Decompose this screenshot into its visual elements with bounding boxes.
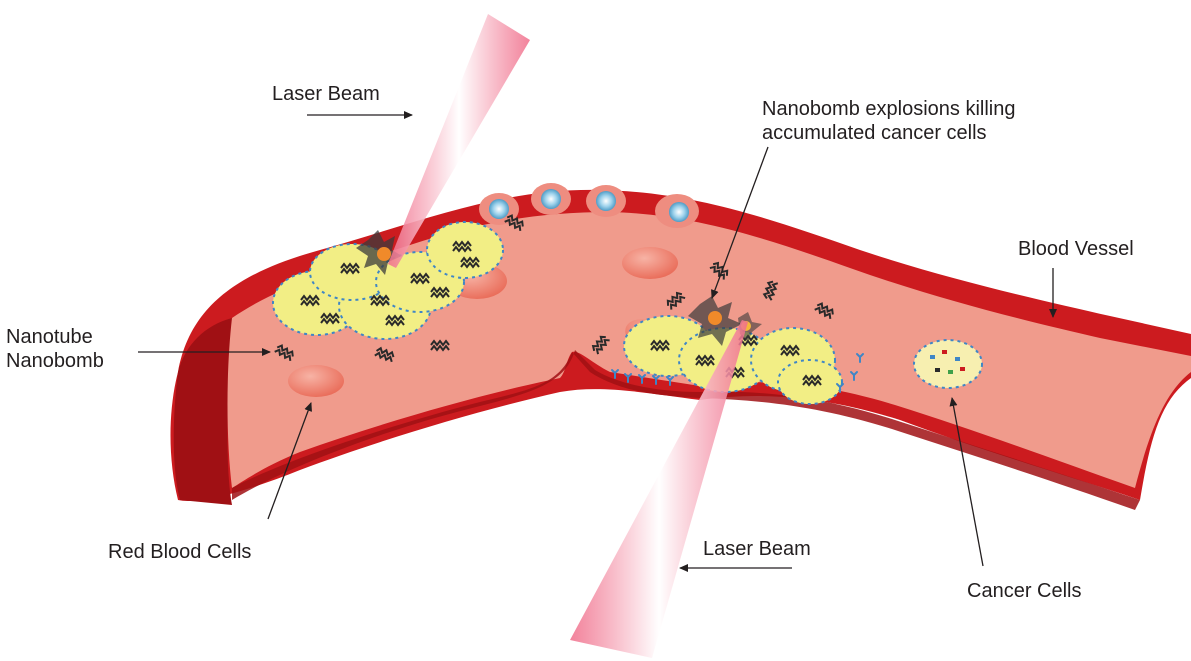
label-nanotube-nanobomb: Nanotube Nanobomb [6,325,104,373]
vessel-cut-face [174,318,232,505]
label-blood-vessel: Blood Vessel [1018,237,1134,261]
label-nanotube-line2: Nanobomb [6,349,104,373]
label-laser-beam-top: Laser Beam [272,82,380,106]
label-nanobomb-explosions: Nanobomb explosions killing accumulated … [762,97,1015,145]
label-explosions-line2: accumulated cancer cells [762,121,1015,145]
label-laser-beam-bottom: Laser Beam [703,537,811,561]
label-nanotube-line1: Nanotube [6,325,104,349]
label-cancer-cells: Cancer Cells [967,579,1081,603]
cancer-cell-single [914,340,982,388]
label-explosions-line1: Nanobomb explosions killing [762,97,1015,121]
label-red-blood-cells: Red Blood Cells [108,540,251,564]
